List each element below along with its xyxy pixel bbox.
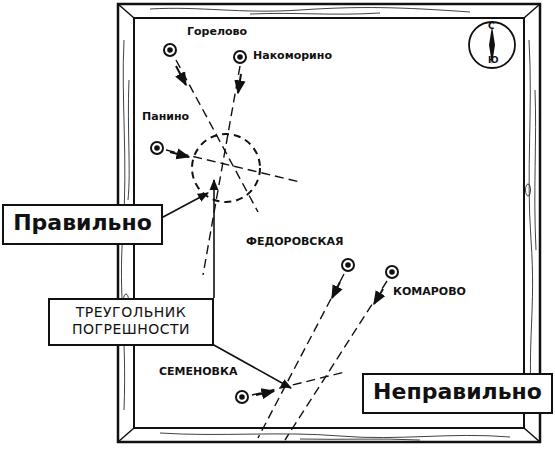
compass [469,22,515,68]
box-text: ТРЕУГОЛЬНИК ПОГРЕШНОСТИ [58,304,204,338]
place-name: Горелово [186,26,248,38]
place-name: Панино [141,111,190,123]
box-text: Неправильно [372,379,543,405]
place-name: КОМАРОВО [392,286,467,298]
bearing-lines [166,60,387,440]
box-text: Правильно [12,210,153,236]
compass-letter: Ю [487,56,500,66]
place-name: СЕМЕНОВКА [158,366,239,378]
answer-box: Неправильно [362,373,553,414]
callout-box: ТРЕУГОЛЬНИК ПОГРЕШНОСТИ [48,298,214,346]
compass-letter: С [487,22,496,32]
answer-box: Правильно [2,204,163,245]
place-name: ФЕДОРОВСКАЯ [245,236,344,248]
leader-arrows [150,180,291,388]
error-zone [192,134,260,202]
place-name: Накоморино [252,50,333,62]
landmark-markers [151,44,398,403]
